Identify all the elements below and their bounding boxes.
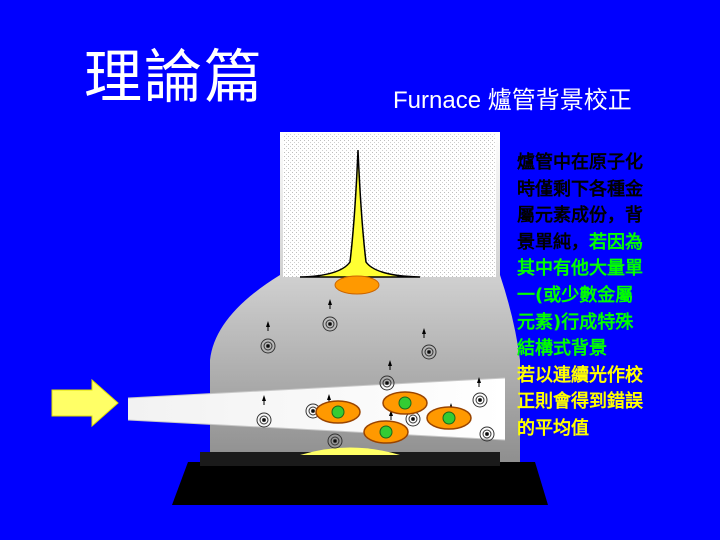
paragraph-segment: 屬元素成份，背 xyxy=(517,205,643,227)
molecule-icon xyxy=(315,391,472,444)
explanation-paragraph: 爐管中在原子化時僅剩下各種金屬元素成份，背景單純，若因為其中有他大量單一(或少數… xyxy=(517,150,692,443)
light-beam-arrow-icon xyxy=(51,378,119,428)
paragraph-line: 其中有他大量單 xyxy=(517,256,692,283)
atom-icon xyxy=(256,316,495,449)
paragraph-line: 一(或少數金屬 xyxy=(517,283,692,310)
slide-title: 理論篇 xyxy=(84,43,265,111)
paragraph-line: 的平均值 xyxy=(517,416,692,443)
paragraph-line: 若以連續光作校 xyxy=(517,363,692,390)
absorption-spectrum-peak-icon xyxy=(283,134,496,278)
paragraph-line: 景單純，若因為 xyxy=(517,230,692,257)
paragraph-segment: 一(或少數金屬 xyxy=(517,284,634,306)
paragraph-line: 正則會得到錯誤 xyxy=(517,389,692,416)
paragraph-segment: 結構式背景 xyxy=(517,338,607,360)
paragraph-line: 結構式背景 xyxy=(517,336,692,363)
paragraph-line: 元素)行成特殊 xyxy=(517,310,692,337)
paragraph-segment: 若以連續光作校 xyxy=(517,364,643,386)
slide-subtitle: Furnace 爐管背景校正 xyxy=(393,87,632,114)
paragraph-segment: 的平均值 xyxy=(517,417,589,439)
paragraph-segment: 其中有他大量單 xyxy=(517,258,643,280)
paragraph-segment: 景單純， xyxy=(517,231,589,253)
paragraph-line: 屬元素成份，背 xyxy=(517,203,692,230)
paragraph-segment: 正則會得到錯誤 xyxy=(517,391,643,413)
paragraph-segment: 若因為 xyxy=(589,231,643,253)
paragraph-segment: 爐管中在原子化 xyxy=(517,152,643,173)
paragraph-segment: 時僅剩下各種金 xyxy=(517,178,643,200)
paragraph-line: 時僅剩下各種金 xyxy=(517,177,692,204)
paragraph-segment: 元素)行成特殊 xyxy=(517,311,634,333)
furnace-base xyxy=(172,462,548,505)
paragraph-line: 爐管中在原子化 xyxy=(517,150,692,177)
